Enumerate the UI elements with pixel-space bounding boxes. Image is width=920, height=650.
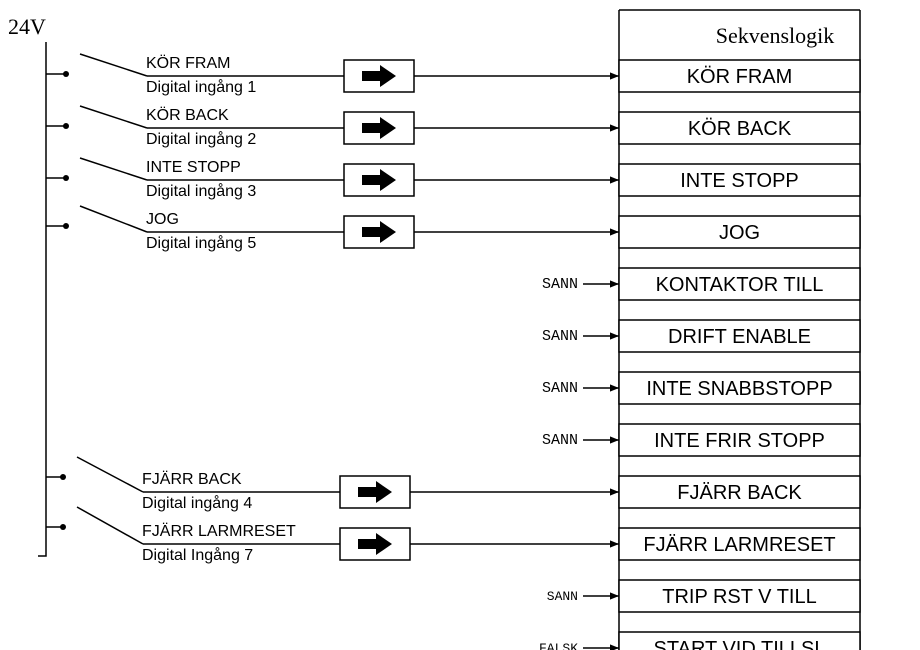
- constant-line-kontaktor-till: SANN: [542, 276, 619, 293]
- constant-line-drift-enable: SANN: [542, 328, 619, 345]
- contact-dot: [63, 123, 69, 129]
- digital-input-label: Digital ingång 4: [142, 494, 252, 512]
- constant-value-label: SANN: [542, 276, 578, 293]
- digital-input-label: Digital ingång 1: [146, 78, 256, 96]
- right-arrow-icon: [358, 533, 392, 555]
- constant-value-label: SANN: [542, 380, 578, 397]
- contact-dot: [63, 223, 69, 229]
- logic-slot-label: INTE STOPP: [680, 170, 799, 192]
- logic-slot-label: START VID TILLSL: [654, 638, 826, 650]
- constant-value-label: SANN: [542, 328, 578, 345]
- logic-slot-label: INTE FRIR STOPP: [654, 430, 825, 452]
- logic-slot-kor-back: [618, 111, 861, 145]
- logic-slot-trip-rst-v-till: [618, 579, 861, 613]
- contact-dot: [63, 175, 69, 181]
- logic-slot-label: KÖR FRAM: [687, 66, 793, 88]
- logic-slot-start-vid-tillsl: [618, 631, 861, 650]
- digital-input-label: Digital ingång 5: [146, 234, 256, 252]
- input-line-fjarr-back: FJÄRR BACK Digital ingång 4: [46, 456, 619, 512]
- input-name-label: JOG: [146, 211, 179, 228]
- logic-slot-fjarr-back: [618, 475, 861, 509]
- input-name-label: FJÄRR BACK: [142, 470, 242, 488]
- input-line-inte-stopp: INTE STOPP Digital ingång 3: [46, 157, 619, 200]
- right-arrow-icon: [358, 481, 392, 503]
- logic-slot-kontaktor-till: [618, 267, 861, 301]
- constant-value-label: FALSK: [539, 641, 578, 650]
- input-line-fjarr-larmreset: FJÄRR LARMRESET Digital Ingång 7: [46, 506, 619, 564]
- constant-line-inte-frir-stopp: SANN: [542, 432, 619, 449]
- contact-dot: [60, 474, 66, 480]
- input-line-kor-back: KÖR BACK Digital ingång 2: [46, 105, 619, 148]
- logic-slot-label: TRIP RST V TILL: [662, 586, 817, 608]
- constant-value-label: SANN: [547, 589, 578, 604]
- logic-slot-drift-enable: [618, 319, 861, 353]
- switch-icon: [79, 105, 148, 129]
- logic-slot-label: FJÄRR LARMRESET: [643, 534, 835, 556]
- digital-input-label: Digital ingång 3: [146, 182, 256, 200]
- logic-slot-inte-stopp: [618, 163, 861, 197]
- switch-icon: [79, 53, 148, 77]
- logic-slot-fjarr-larmreset: [618, 527, 861, 561]
- right-arrow-icon: [362, 169, 396, 191]
- supply-voltage-label: 24V: [8, 14, 46, 39]
- logic-slot-jog: [618, 215, 861, 249]
- input-line-kor-fram: KÖR FRAM Digital ingång 1: [46, 53, 619, 96]
- input-name-label: INTE STOPP: [146, 159, 241, 176]
- logic-slot-kor-fram: [618, 59, 861, 93]
- switch-icon: [76, 506, 144, 545]
- logic-slot-inte-snabbstopp: [618, 371, 861, 405]
- contact-dot: [63, 71, 69, 77]
- constant-value-label: SANN: [542, 432, 578, 449]
- constant-inputs: SANN SANN SANN SANN SANN FALSK: [539, 276, 619, 650]
- digital-input-label: Digital Ingång 7: [142, 546, 253, 564]
- input-name-label: KÖR BACK: [146, 106, 229, 124]
- logic-slot-label: DRIFT ENABLE: [668, 326, 811, 348]
- digital-input-label: Digital ingång 2: [146, 130, 256, 148]
- right-arrow-icon: [362, 117, 396, 139]
- constant-line-start-vid-tillsl: FALSK: [539, 641, 619, 650]
- supply-rail: [38, 42, 47, 557]
- switch-icon: [79, 157, 148, 181]
- logic-slot-label: FJÄRR BACK: [677, 482, 802, 504]
- constant-line-trip-rst-v-till: SANN: [547, 589, 619, 604]
- switch-icon: [79, 205, 148, 233]
- input-name-label: KÖR FRAM: [146, 54, 230, 72]
- switched-inputs: KÖR FRAM Digital ingång 1 KÖR BACK Digital …: [46, 53, 619, 564]
- constant-line-inte-snabbstopp: SANN: [542, 380, 619, 397]
- logic-slot-label: KONTAKTOR TILL: [656, 274, 824, 296]
- right-arrow-icon: [362, 65, 396, 87]
- logic-slot-label: INTE SNABBSTOPP: [646, 378, 832, 400]
- logic-input-slots: KÖR FRAM KÖR BACK INTE STOPP JOG FJÄRR BACK F…: [618, 59, 861, 650]
- input-name-label: FJÄRR LARMRESET: [142, 522, 296, 540]
- logic-slot-label: KÖR BACK: [688, 118, 792, 140]
- right-arrow-icon: [362, 221, 396, 243]
- logic-slot-inte-frir-stopp: [618, 423, 861, 457]
- logic-slot-label: JOG: [719, 222, 760, 244]
- switch-icon: [76, 456, 144, 493]
- input-line-jog: JOG Digital ingång 5: [46, 205, 619, 252]
- contact-dot: [60, 524, 66, 530]
- panel-title: Sekvenslogik: [716, 23, 835, 48]
